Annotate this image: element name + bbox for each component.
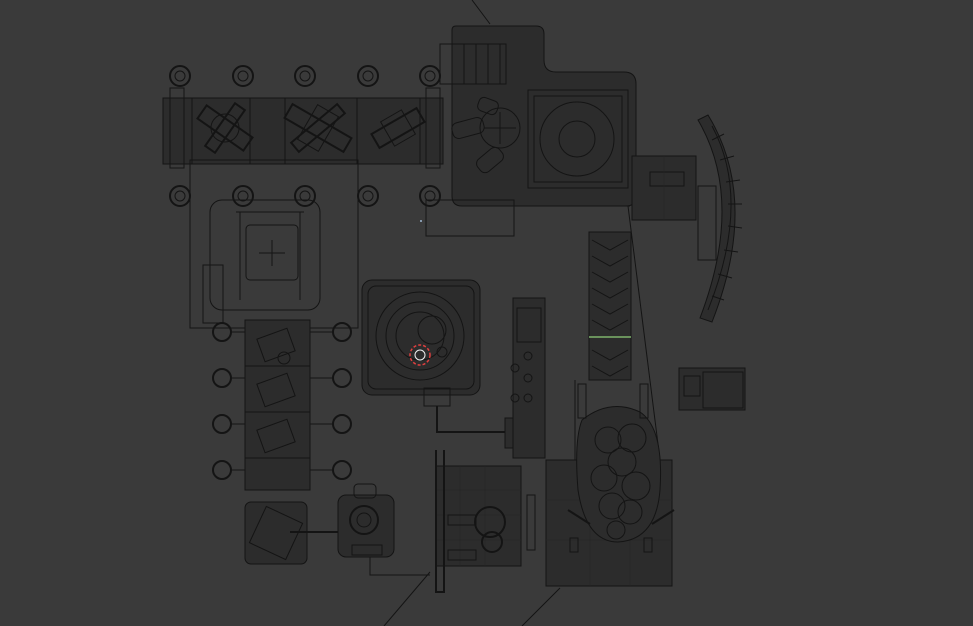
barrel-hopper[interactable]	[545, 383, 675, 587]
main-housing[interactable]	[425, 25, 637, 237]
vertex-marker	[420, 220, 422, 222]
small-cabinet[interactable]	[678, 367, 746, 411]
pump-unit[interactable]	[435, 450, 536, 593]
wheel-conveyor-top[interactable]	[162, 65, 444, 207]
robot-arm-station[interactable]	[244, 483, 430, 576]
selected-object[interactable]	[409, 344, 431, 366]
press-station[interactable]	[189, 159, 359, 329]
scene-guide-lines	[383, 0, 561, 626]
control-panel[interactable]	[510, 297, 546, 459]
chevron-belt[interactable]	[574, 205, 661, 461]
feeder-box[interactable]	[631, 155, 697, 221]
wheel-conveyor-left[interactable]	[212, 319, 352, 491]
curved-conveyor[interactable]	[697, 114, 743, 323]
